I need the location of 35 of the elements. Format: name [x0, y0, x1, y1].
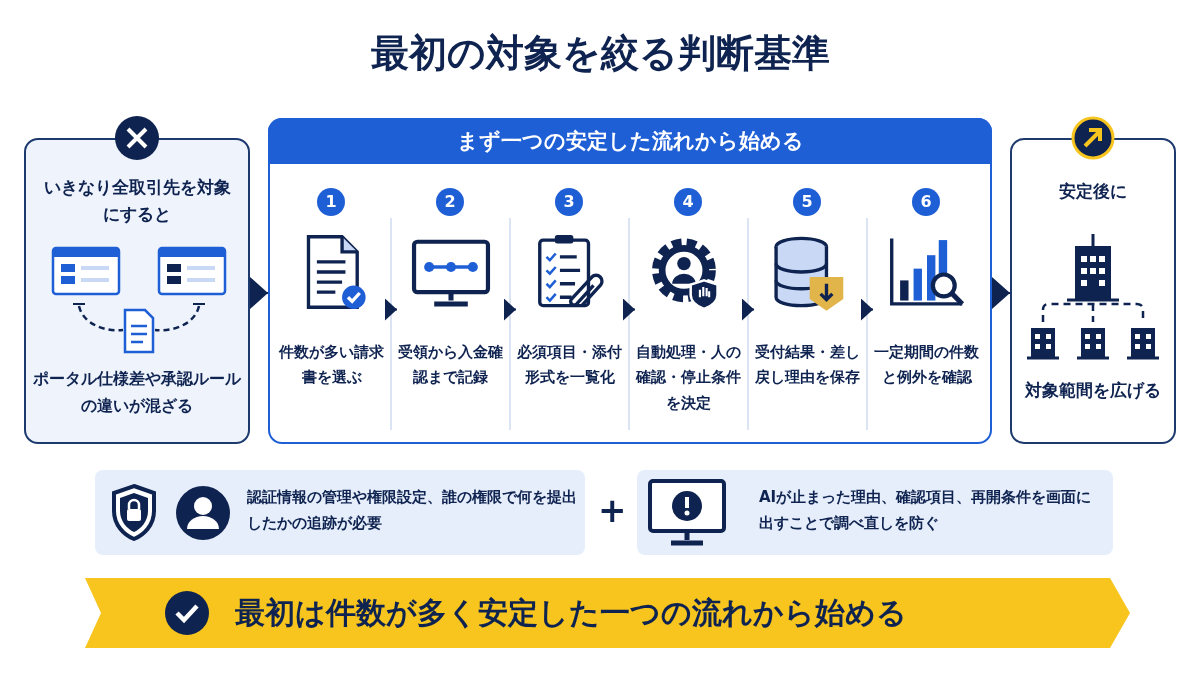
step-text: 受付結果・差し戻し理由を保存 — [754, 343, 861, 388]
card-text: ポータル仕様差や承認ルールの違いが混ざる — [32, 369, 242, 418]
step-number: 4 — [674, 188, 702, 216]
plus-sign: + — [598, 492, 626, 528]
arrow — [741, 298, 755, 321]
card-heading: 安定後に — [1058, 180, 1128, 203]
warning-card — [24, 138, 250, 444]
arrow — [622, 298, 636, 321]
result-card — [1010, 138, 1176, 444]
step-number: 2 — [436, 188, 464, 216]
arrow — [384, 298, 398, 321]
flow-panel — [268, 118, 992, 444]
step-text: 自動処理・人の確認・停止条件を決定 — [635, 343, 742, 413]
note-text: AIが止まった理由、確認項目、再開条件を画面に出すことで調べ直しを防ぐ — [759, 487, 1093, 535]
summary-banner — [85, 578, 1130, 648]
card-heading: いきなり全取引先を対象にすると — [42, 176, 232, 227]
banner-text: 最初は件数が多く安定した一つの流れから始める — [235, 594, 908, 632]
arrow — [249, 277, 269, 309]
arrow — [503, 298, 517, 321]
page-title: 最初の対象を絞る判断基準 — [369, 30, 831, 77]
step-text: 件数が多い請求書を選ぶ — [278, 343, 385, 388]
step-text: 受領から入金確認まで記録 — [397, 343, 504, 388]
step-number: 6 — [912, 188, 940, 216]
step-number: 1 — [317, 188, 345, 216]
arrow — [860, 298, 874, 321]
step-number: 3 — [555, 188, 583, 216]
note-text: 認証情報の管理や権限設定、誰の権限で何を提出したかの追跡が必要 — [247, 487, 577, 535]
note-card — [95, 470, 585, 555]
step-text: 一定期間の件数と例外を確認 — [873, 343, 980, 388]
step-number: 5 — [793, 188, 821, 216]
section-header: まず一つの安定した流れから始める — [268, 118, 992, 164]
step-text: 必須項目・添付形式を一覧化 — [516, 343, 623, 388]
card-text: 対象範間を広げる — [1024, 379, 1162, 402]
note-card — [637, 470, 1113, 555]
arrow — [991, 277, 1011, 309]
